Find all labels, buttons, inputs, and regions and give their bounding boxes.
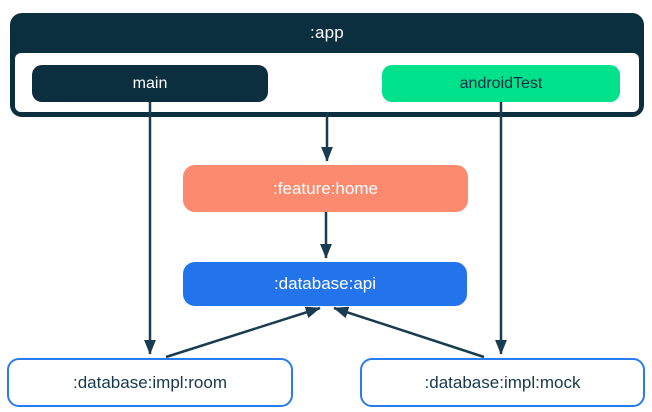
node-database-impl-mock: :database:impl:mock	[360, 358, 645, 407]
source-set-main: main	[32, 65, 268, 102]
node-database-api: :database:api	[183, 262, 467, 306]
source-set-androidtest-label: androidTest	[459, 74, 543, 92]
node-feature-home-label: :feature:home	[273, 178, 378, 198]
source-set-main-label: main	[132, 74, 168, 92]
edge-impl-mock-to-database-api	[333, 306, 485, 359]
edge-impl-room-to-database-api	[165, 306, 321, 359]
node-database-impl-room-label: :database:impl:room	[72, 372, 228, 392]
node-database-impl-room: :database:impl:room	[7, 358, 293, 407]
node-database-impl-mock-label: :database:impl:mock	[424, 372, 581, 392]
node-app: :app main androidTest	[10, 13, 644, 117]
source-set-androidtest: androidTest	[382, 65, 620, 102]
node-app-body: main androidTest	[15, 53, 639, 112]
node-feature-home: :feature:home	[183, 165, 468, 212]
node-database-api-label: :database:api	[273, 274, 377, 293]
node-app-label: :app	[310, 23, 344, 42]
